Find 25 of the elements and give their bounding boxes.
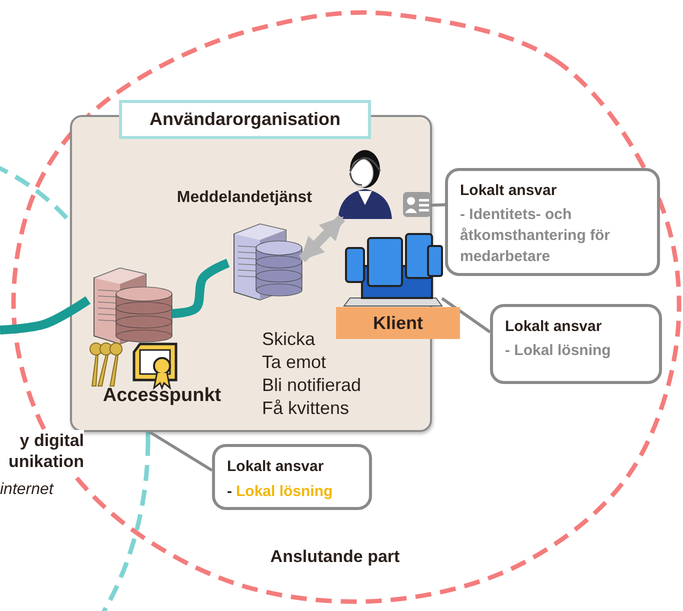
leader-line [148, 430, 213, 472]
node-caption: Accesspunkt [102, 385, 222, 407]
bubble-text: - Lokal lösning [505, 341, 612, 361]
bubble-text: - Identitets- och åtkomsthantering för medarbetare [460, 205, 612, 267]
speech-bubble [445, 168, 660, 276]
region-label: Anslutande part [269, 546, 401, 568]
action-text: Få kvittens [262, 397, 350, 420]
connection-line [172, 258, 230, 318]
node-caption: Meddelandetjänst [176, 189, 312, 207]
leader-line [430, 203, 446, 207]
bubble-heading: Lokalt ansvar [227, 457, 325, 477]
action-text: Ta emot [262, 351, 326, 374]
title-tag: Användarorganisation [119, 100, 371, 139]
double-arrow [298, 214, 346, 262]
bubble-text: - [227, 483, 232, 500]
speech-bubble [212, 444, 372, 510]
connection-line [0, 296, 90, 334]
client-tag: Klient [336, 307, 460, 339]
bubble-text: Lokal lösning [236, 483, 333, 500]
speech-bubble [490, 304, 662, 384]
bubble-heading: Lokalt ansvar [505, 317, 603, 337]
action-text: Bli notifierad [262, 374, 362, 396]
leader-line [441, 297, 491, 334]
bubble-heading: Lokalt ansvar [460, 181, 558, 201]
action-text: Skicka [262, 328, 316, 350]
